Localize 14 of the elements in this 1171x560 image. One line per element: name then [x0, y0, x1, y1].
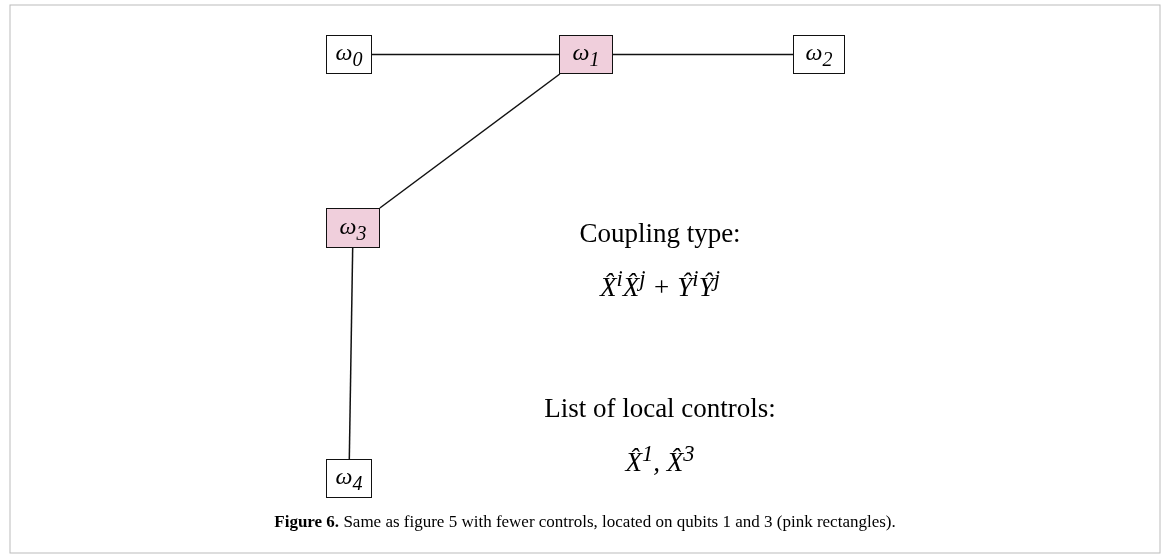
coupling-line	[612, 53, 794, 56]
formula-text: X̂$^{i}$X̂$^{j}$ + Ŷ$^{i}$Ŷ$^{j}$	[600, 266, 720, 303]
qubit-box: ω$_{1}$	[559, 35, 613, 74]
coupling-line	[371, 53, 560, 56]
coupling-line	[348, 247, 354, 460]
heading-text: Coupling type:	[579, 218, 741, 249]
qubit-box: ω$_{4}$	[326, 459, 372, 498]
qubit-box: ω$_{0}$	[326, 35, 372, 74]
figure-caption: Figure 6. Same as figure 5 with fewer controls, located on qubits 1 and 3 (pink rectangles).	[274, 512, 896, 532]
coupling-line	[379, 73, 561, 209]
qubit-box: ω$_{3}$	[326, 208, 380, 248]
heading-text: List of local controls:	[544, 393, 776, 424]
formula-text: X̂$^{1}$, X̂$^{3}$	[625, 441, 695, 478]
qubit-box: ω$_{2}$	[793, 35, 845, 74]
